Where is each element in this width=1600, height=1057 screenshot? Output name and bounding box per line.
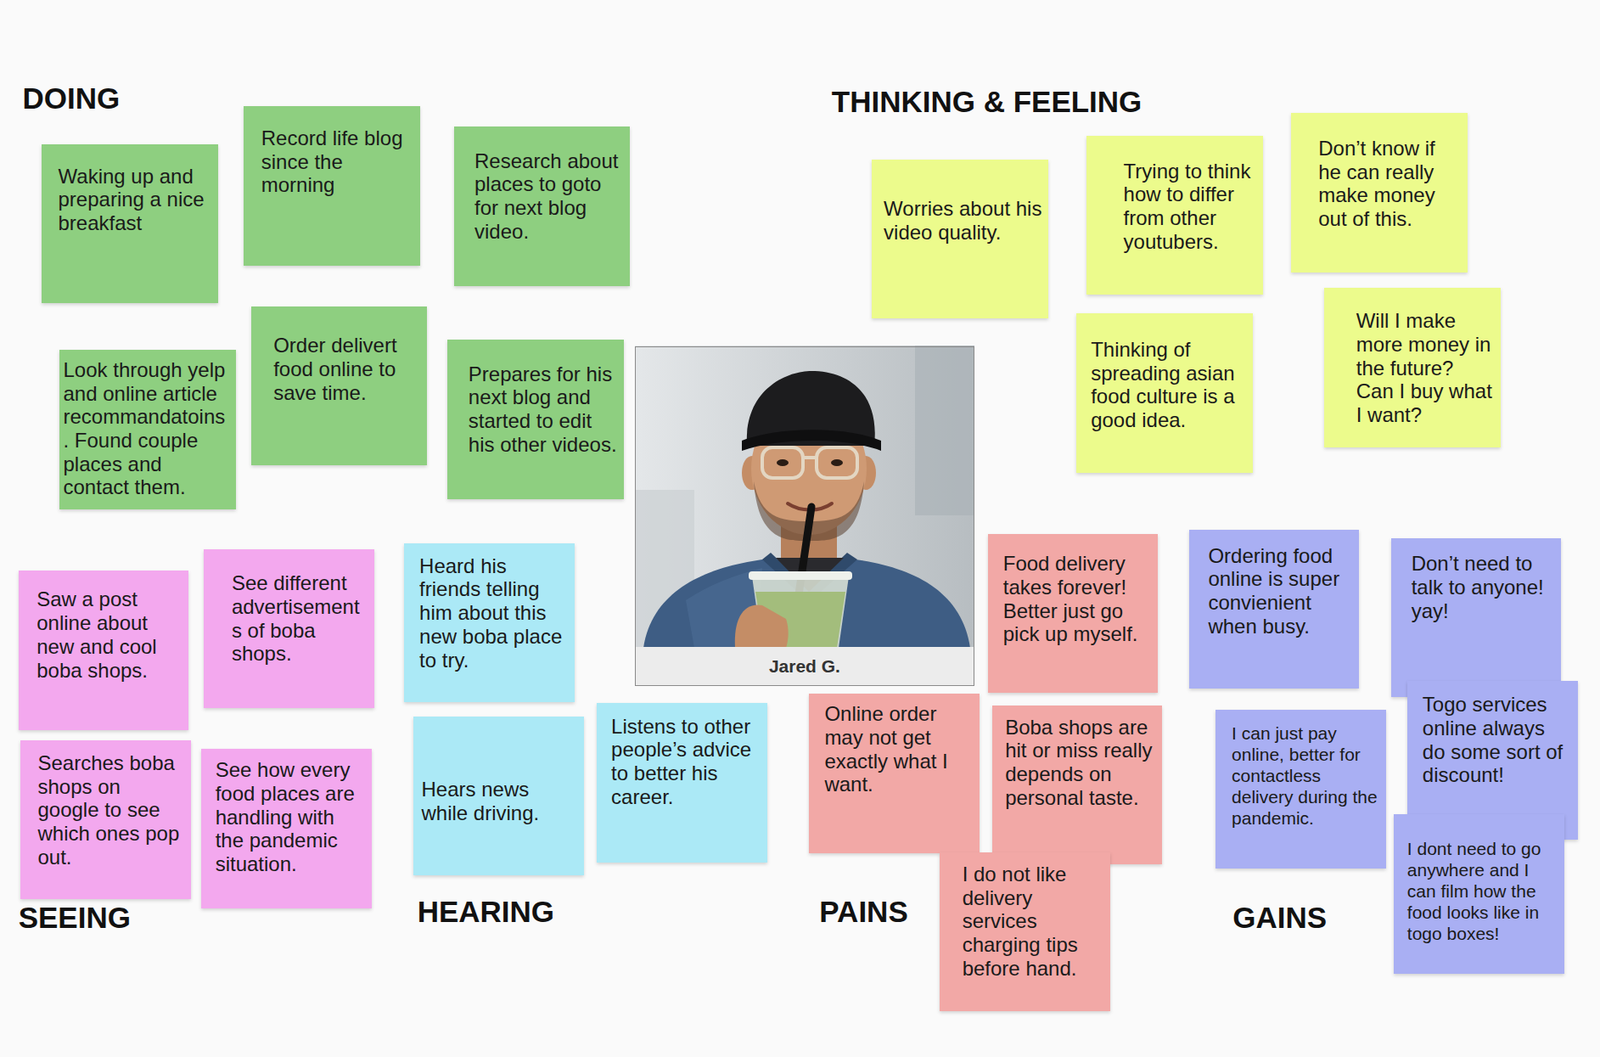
sticky-note: Listens to other people’s advice to bett… — [596, 702, 768, 863]
note-text: Worries about his video quality. — [883, 196, 1042, 244]
note-text: See how every food places are handling w… — [215, 757, 366, 876]
section-heading: PAINS — [819, 893, 908, 930]
note-text: Ordering food online is super convienien… — [1207, 544, 1353, 639]
note-text: I dont need to go anywhere and I can fil… — [1407, 837, 1559, 944]
sticky-note: Boba shops are hit or miss really depend… — [992, 705, 1163, 865]
note-text: Searches boba shops on google to see whi… — [37, 751, 185, 870]
note-text: Prepares for his next blog and started t… — [468, 362, 618, 457]
note-text: I do not like delivery services charging… — [962, 862, 1105, 981]
note-text: Togo services online always do some sort… — [1422, 692, 1572, 787]
note-text: Waking up and preparing a nice breakfast — [58, 164, 214, 236]
section-heading: THINKING & FEELING — [831, 84, 1143, 120]
sticky-note: Saw a post online about new and cool bob… — [18, 570, 190, 730]
note-text: Hears news while driving. — [421, 777, 579, 825]
note-text: Food delivery takes forever! Better just… — [1003, 551, 1153, 646]
sticky-note: Worries about his video quality. — [871, 159, 1049, 320]
sticky-note: Look through yelp and online article rec… — [59, 349, 236, 510]
sticky-note: Hears news while driving. — [413, 716, 584, 876]
note-text: Record life blog since the morning — [261, 126, 415, 197]
note-text: Don’t know if he can really make money o… — [1318, 136, 1461, 231]
note-text: See different advertisements of boba sho… — [231, 571, 369, 666]
note-text: Research about places to goto for next b… — [474, 149, 624, 244]
note-text: Thinking of spreading asian food culture… — [1090, 337, 1247, 433]
note-text: Listens to other people’s advice to bett… — [611, 714, 762, 809]
sticky-note: Searches boba shops on google to see whi… — [20, 740, 191, 900]
sticky-note: I do not like delivery services charging… — [939, 852, 1111, 1012]
section-heading: SEEING — [18, 899, 131, 936]
sticky-note: Online order may not get exactly what I … — [808, 693, 980, 854]
note-text: Order delivert food online to save time. — [273, 333, 421, 405]
sticky-note: Food delivery takes forever! Better just… — [988, 533, 1159, 694]
note-text: Will I make more money in the future? Ca… — [1356, 308, 1496, 427]
portrait-illustration — [634, 345, 975, 685]
sticky-note: Thinking of spreading asian food culture… — [1076, 313, 1253, 473]
sticky-note: See how every food places are handling w… — [201, 748, 372, 909]
note-text: I can just pay online, better for contac… — [1231, 722, 1380, 829]
sticky-note: Prepares for his next blog and started t… — [447, 339, 624, 500]
note-text: Online order may not get exactly what I … — [824, 701, 974, 797]
sticky-note: I can just pay online, better for contac… — [1215, 709, 1387, 870]
sticky-note: Don’t need to talk to anyone! yay! — [1391, 538, 1562, 698]
sticky-note: I dont need to go anywhere and I can fil… — [1393, 814, 1565, 974]
sticky-note: Don’t know if he can really make money o… — [1291, 112, 1468, 273]
sticky-note: Will I make more money in the future? Ca… — [1324, 287, 1501, 448]
sticky-note: See different advertisements of boba sho… — [203, 549, 375, 709]
sticky-note: Heard his friends telling him about this… — [404, 543, 575, 703]
note-text: Heard his friends telling him about this… — [419, 554, 569, 673]
sticky-note: Ordering food online is super convienien… — [1189, 529, 1360, 690]
section-heading: GAINS — [1232, 899, 1327, 936]
note-text: Trying to think how to differ from other… — [1123, 159, 1258, 254]
section-heading: HEARING — [417, 893, 555, 930]
note-text: Boba shops are hit or miss really depend… — [1004, 715, 1157, 810]
sticky-note: Order delivert food online to save time. — [251, 306, 427, 466]
note-text: Don’t need to talk to anyone! yay! — [1411, 551, 1556, 623]
section-heading: DOING — [22, 80, 120, 117]
portrait-frame: Jared G. — [634, 346, 975, 686]
note-text: Saw a post online about new and cool bob… — [36, 587, 183, 682]
sticky-note: Waking up and preparing a nice breakfast — [41, 144, 219, 304]
sticky-note: Research about places to goto for next b… — [454, 126, 630, 287]
portrait-caption: Jared G. — [635, 646, 974, 685]
sticky-note: Record life blog since the morning — [243, 106, 421, 266]
sticky-note: Trying to think how to differ from other… — [1086, 135, 1264, 296]
note-text: Look through yelp and online article rec… — [63, 358, 231, 500]
